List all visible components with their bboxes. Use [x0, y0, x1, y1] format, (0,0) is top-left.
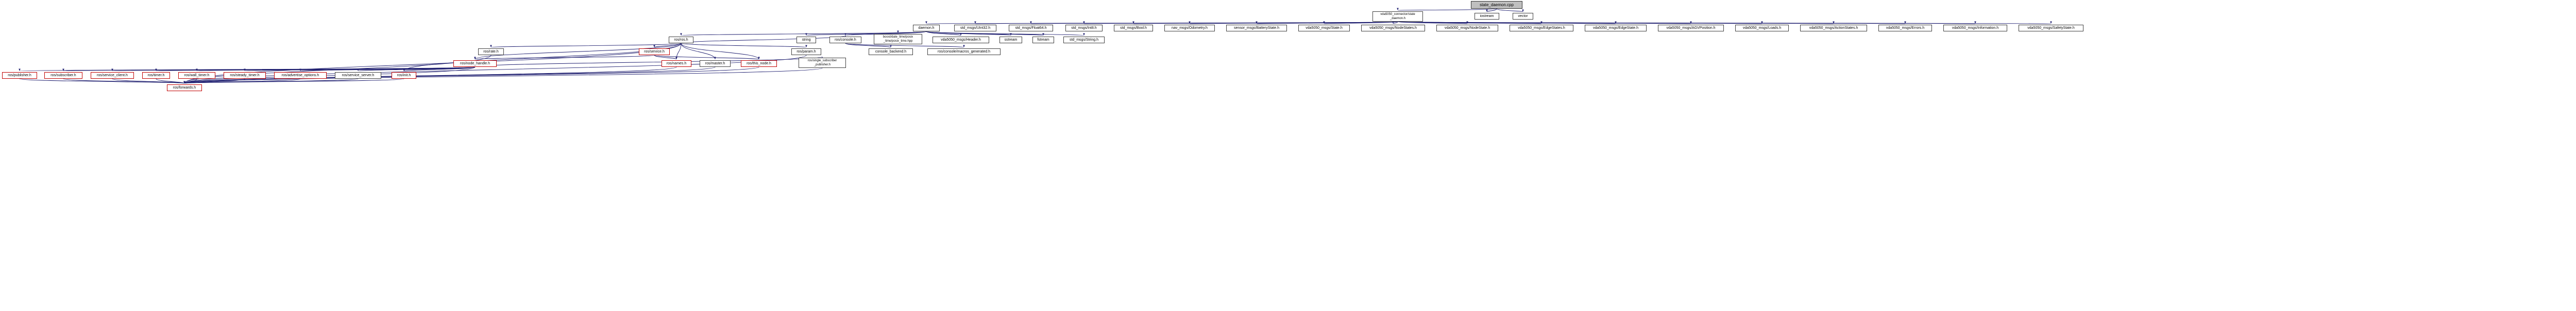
graph-node[interactable]: std_msgs/Float64.h: [1009, 25, 1053, 31]
graph-node[interactable]: vda5050_msgs/State.h: [1298, 25, 1350, 31]
graph-node[interactable]: vda5050_msgs/NodeState.h: [1436, 25, 1498, 31]
graph-node[interactable]: fstream: [1032, 37, 1054, 43]
graph-node[interactable]: ros/master.h: [700, 60, 731, 67]
graph-node[interactable]: ros/console/macros_generated.h: [927, 48, 1001, 55]
graph-node[interactable]: std_msgs/Int8.h: [1065, 25, 1103, 31]
graph-node[interactable]: vda5050_msgs/Information.h: [1943, 25, 2007, 31]
graph-node[interactable]: std_msgs/Bool.h: [1114, 25, 1153, 31]
graph-node[interactable]: vda5050_msgs/ActionStates.h: [1800, 25, 1867, 31]
graph-node[interactable]: std_msgs/String.h: [1063, 37, 1105, 43]
graph-node[interactable]: std_msgs/UInt32.h: [954, 25, 996, 31]
graph-node[interactable]: daemon.h: [913, 25, 940, 31]
graph-node-root[interactable]: state_daemon.cpp: [1471, 1, 1522, 9]
graph-node[interactable]: ros/this_node.h: [741, 60, 777, 67]
graph-node[interactable]: vda5050_connector/state_daemon.h: [1372, 11, 1423, 22]
graph-node[interactable]: nav_msgs/Odometry.h: [1164, 25, 1215, 31]
graph-node[interactable]: boost/date_time/posix_time/posix_time.hp…: [874, 34, 922, 44]
graph-node[interactable]: ros/service.h: [639, 48, 670, 55]
graph-node[interactable]: console_backend.h: [869, 48, 913, 55]
graph-node[interactable]: ros/init.h: [392, 72, 416, 79]
graph-node[interactable]: vda5050_msgs/Loads.h: [1735, 25, 1789, 31]
graph-node[interactable]: ros/steady_timer.h: [224, 72, 266, 79]
graph-node[interactable]: ros/rate.h: [478, 48, 504, 55]
graph-node[interactable]: ros/console.h: [829, 37, 861, 43]
graph-node[interactable]: ros/timer.h: [142, 72, 170, 79]
graph-node[interactable]: vda5050_msgs/Header.h: [933, 37, 989, 43]
graph-node[interactable]: vda5050_msgs/SafetyState.h: [2019, 25, 2083, 31]
graph-node[interactable]: ros/service_server.h: [335, 72, 381, 79]
graph-node[interactable]: ros/advertise_options.h: [274, 72, 327, 79]
graph-node[interactable]: vda5050_msgs/EdgeState.h: [1585, 25, 1647, 31]
graph-node[interactable]: ros/subscriber.h: [44, 72, 82, 79]
graph-node[interactable]: string: [796, 37, 816, 43]
graph-node[interactable]: ros/names.h: [662, 60, 691, 67]
graph-node[interactable]: sstream: [999, 37, 1022, 43]
graph-node[interactable]: ros/service_client.h: [91, 72, 134, 79]
graph-node[interactable]: vda5050_msgs/AGVPosition.h: [1658, 25, 1724, 31]
graph-node[interactable]: vda5050_msgs/NodeStates.h: [1361, 25, 1425, 31]
graph-node[interactable]: ros/node_handle.h: [453, 60, 497, 67]
graph-node[interactable]: ros/forwards.h: [167, 84, 202, 91]
graph-node[interactable]: sensor_msgs/BatteryState.h: [1226, 25, 1287, 31]
graph-node[interactable]: ros/wall_timer.h: [178, 72, 215, 79]
graph-node[interactable]: ros/ros.h: [669, 37, 693, 43]
graph-node[interactable]: ros/param.h: [791, 48, 821, 55]
graph-node[interactable]: iostream: [1475, 13, 1499, 20]
graph-node[interactable]: ros/publisher.h: [2, 72, 37, 79]
graph-node[interactable]: vda5050_msgs/EdgeStates.h: [1510, 25, 1573, 31]
graph-node[interactable]: ros/single_subscriber_publisher.h: [799, 58, 846, 68]
graph-node[interactable]: vector: [1513, 13, 1533, 20]
graph-node[interactable]: vda5050_msgs/Errors.h: [1878, 25, 1932, 31]
